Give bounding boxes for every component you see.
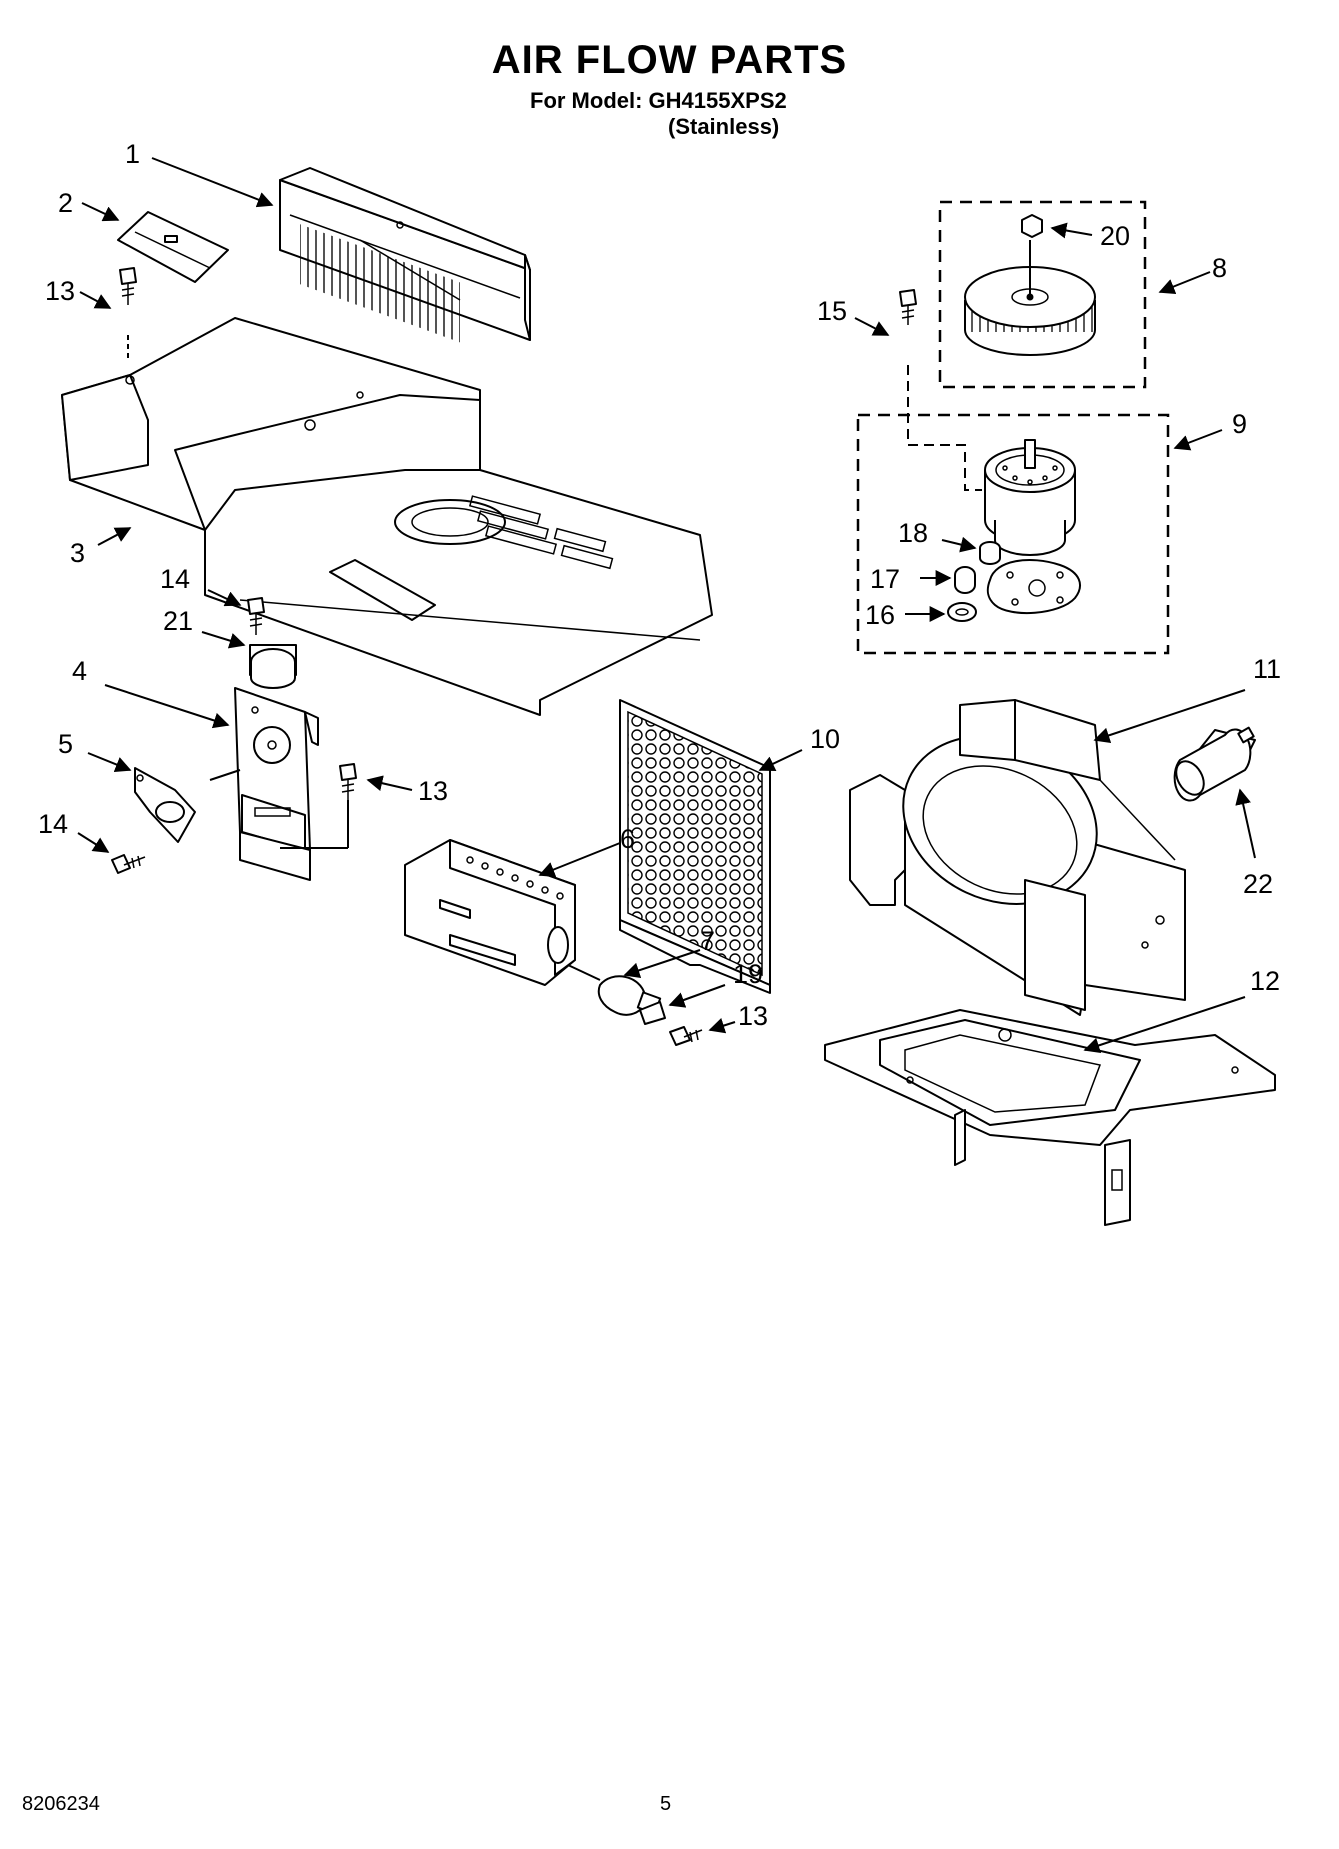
- callout-15: 15: [817, 296, 847, 326]
- callout-10: 10: [810, 724, 840, 754]
- screw-13-lower: [669, 1026, 703, 1046]
- document-number: 8206234: [22, 1793, 100, 1815]
- callout-22: 22: [1243, 869, 1273, 899]
- callout-1: 1: [125, 139, 140, 169]
- callout-7: 7: [700, 926, 715, 956]
- part-10-grease-filter: [619, 699, 771, 994]
- part-1-vent-grille: [279, 167, 531, 343]
- callout-3: 3: [70, 538, 85, 568]
- screw-15: [899, 289, 982, 491]
- callout-17: 17: [870, 564, 900, 594]
- page-number: 5: [660, 1793, 672, 1815]
- callout-2: 2: [58, 188, 73, 218]
- variant-line: (Stainless): [668, 114, 780, 139]
- screw-13-mid: [339, 763, 357, 800]
- part-21-thermostat: [249, 644, 297, 689]
- callout-16: 16: [865, 600, 895, 630]
- part-16-washer: [947, 602, 977, 622]
- callout-8: 8: [1212, 253, 1227, 283]
- part-11-blower-housing: [849, 699, 1186, 1016]
- screw-13-top: [119, 267, 137, 360]
- callout-numbers: 1 2 13 3 14 21 4 5 13 14 6 7 19 13 10 15…: [38, 139, 1281, 1031]
- part-19-clip: [639, 1001, 666, 1025]
- callout-14-a: 14: [160, 564, 190, 594]
- part-18-nut: [979, 541, 1001, 565]
- part-7-bulb: [567, 964, 662, 1016]
- part-2-deflector: [117, 211, 229, 283]
- screw-14-lower: [111, 854, 146, 874]
- screw-14-upper: [247, 597, 265, 635]
- callout-6: 6: [620, 824, 635, 854]
- part-3-air-duct: [61, 317, 713, 716]
- part-20-nut: [1021, 214, 1043, 238]
- callout-4: 4: [72, 656, 87, 686]
- callout-13-a: 13: [45, 276, 75, 306]
- part-17-washer: [954, 566, 976, 594]
- callout-14-b: 14: [38, 809, 68, 839]
- model-line: For Model: GH4155XPS2: [530, 88, 787, 113]
- leader-arrows: [77, 157, 1256, 1054]
- page-title: AIR FLOW PARTS: [491, 38, 848, 82]
- part-9-motor: [984, 439, 1076, 556]
- callout-5: 5: [58, 729, 73, 759]
- callout-18: 18: [898, 518, 928, 548]
- callout-20: 20: [1100, 221, 1130, 251]
- group-9-box: [856, 413, 1170, 655]
- group-8-box: [938, 200, 1147, 389]
- callout-13-c: 13: [738, 1001, 768, 1031]
- part-5-limit-switch: [134, 767, 196, 843]
- callout-21: 21: [163, 606, 193, 636]
- callout-9: 9: [1232, 409, 1247, 439]
- part-4-bracket: [209, 687, 349, 881]
- part-9-mount-plate: [986, 559, 1081, 615]
- callout-12: 12: [1250, 966, 1280, 996]
- part-12-mounting-plate: [824, 1009, 1276, 1226]
- part-6-lamp-bracket: [404, 839, 576, 986]
- part-8-blower-wheel: [964, 240, 1096, 356]
- callout-11: 11: [1253, 654, 1281, 684]
- part-22-capacitor: [1173, 726, 1256, 802]
- callout-19: 19: [733, 959, 763, 989]
- callout-13-b: 13: [418, 776, 448, 806]
